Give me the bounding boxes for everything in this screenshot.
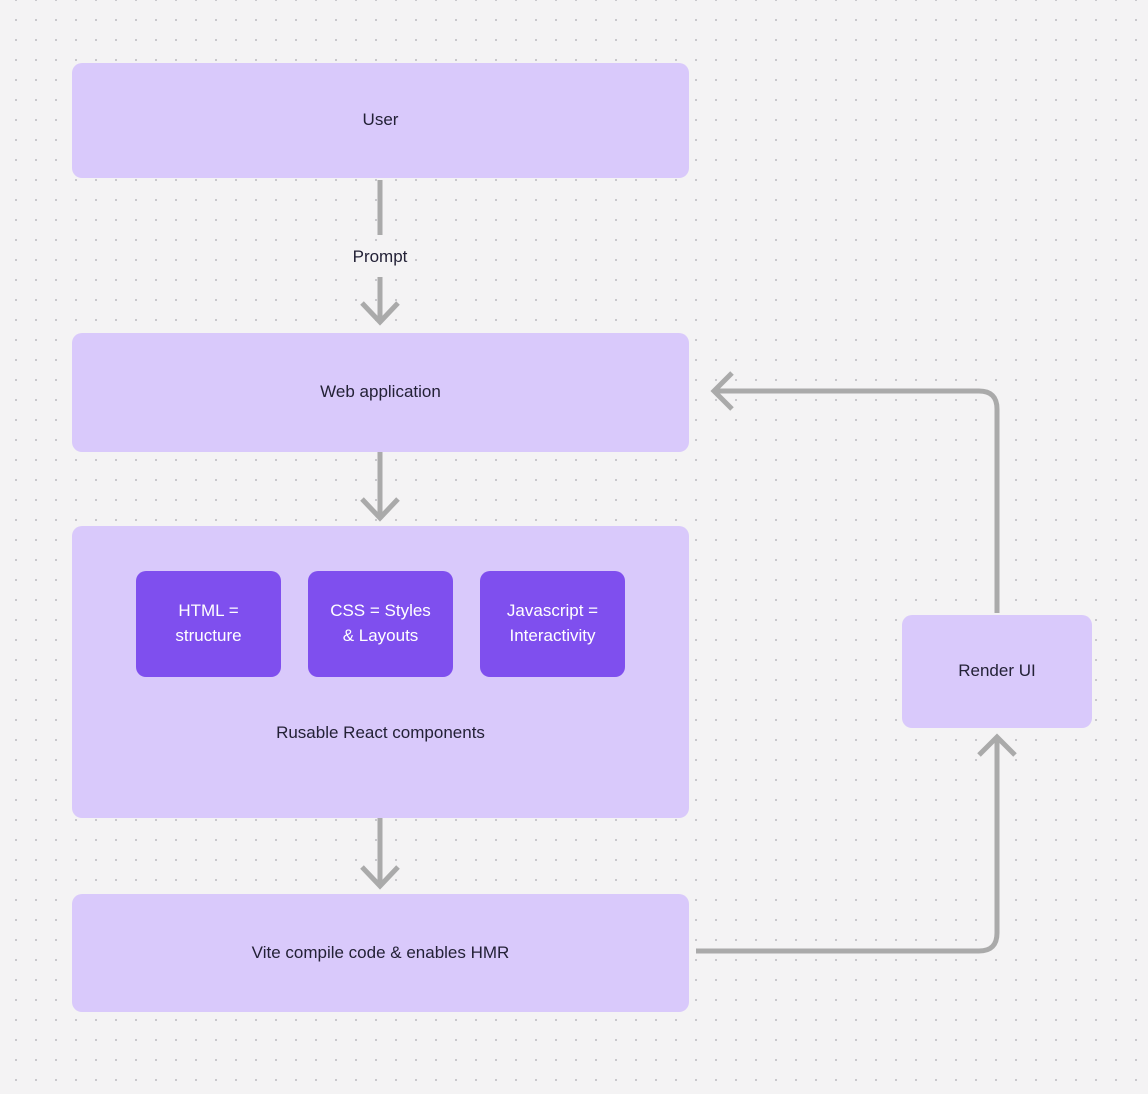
- inner-node-row: HTML = structure CSS = Styles & Layouts …: [72, 571, 689, 677]
- node-render-ui[interactable]: Render UI: [902, 615, 1092, 728]
- node-render-ui-label: Render UI: [958, 661, 1036, 681]
- inner-node-html[interactable]: HTML = structure: [136, 571, 281, 677]
- inner-node-javascript-label: Javascript = Interactivity: [506, 601, 599, 645]
- node-vite-label: Vite compile code & enables HMR: [251, 942, 510, 962]
- edge-web-to-components-arrowhead: [360, 497, 400, 522]
- edge-render-to-web-arrowhead: [710, 371, 734, 411]
- edge-vite-to-render-arrowhead: [977, 733, 1017, 757]
- inner-node-css[interactable]: CSS = Styles & Layouts: [308, 571, 453, 677]
- components-group-caption: Rusable React components: [276, 723, 485, 742]
- node-user[interactable]: User: [72, 63, 689, 178]
- node-user-label: User: [362, 110, 399, 130]
- edge-components-to-vite-arrowhead: [360, 865, 400, 890]
- edge-label-prompt: Prompt: [347, 246, 413, 268]
- inner-node-css-label: CSS = Styles & Layouts: [330, 601, 431, 645]
- edge-vite-to-render-line: [696, 737, 1000, 954]
- inner-node-javascript[interactable]: Javascript = Interactivity: [480, 571, 625, 677]
- node-components-group[interactable]: HTML = structure CSS = Styles & Layouts …: [72, 526, 689, 818]
- node-web-application[interactable]: Web application: [72, 333, 689, 452]
- edge-user-to-web-arrowhead: [360, 301, 400, 326]
- node-web-application-label: Web application: [320, 382, 441, 402]
- edge-render-to-web-line: [714, 388, 1000, 613]
- inner-node-html-label: HTML = structure: [175, 601, 242, 645]
- node-vite[interactable]: Vite compile code & enables HMR: [72, 894, 689, 1012]
